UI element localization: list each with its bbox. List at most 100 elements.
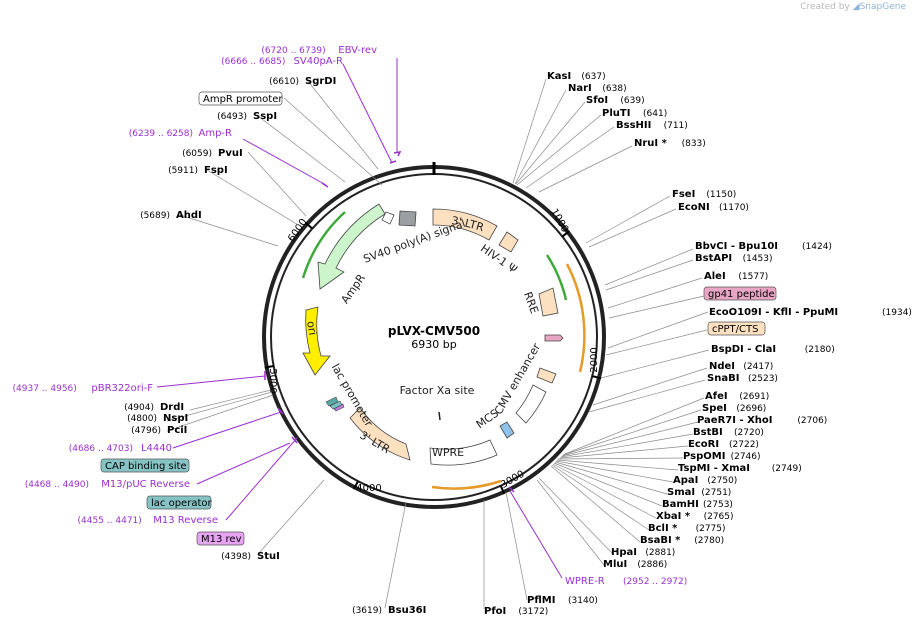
enzyme-site[interactable]: NdeI [709, 361, 735, 372]
feature-label-box[interactable] [707, 321, 766, 336]
enzyme-site[interactable]: PspOMI [683, 451, 725, 462]
enzyme-site[interactable]: ApaI [673, 475, 698, 486]
enzyme-site[interactable]: BbvCI - Bpu10I [695, 241, 778, 252]
enzyme-position: (641) [643, 109, 667, 119]
enzyme-site[interactable]: BclI * [648, 523, 678, 534]
feature-label-box[interactable] [100, 458, 190, 473]
enzyme-position: (2780) [694, 536, 724, 546]
enzyme-site[interactable]: NspI [163, 413, 188, 424]
feature-cmv-box[interactable] [536, 367, 557, 384]
primer-name[interactable]: EBV-rev [338, 45, 377, 56]
primer-name[interactable]: Amp-R [199, 128, 233, 139]
feature-ampr-promoter[interactable] [381, 211, 395, 225]
enzyme-site[interactable]: PluTI [602, 108, 630, 119]
enzyme-site[interactable]: TspMI - XmaI [678, 463, 750, 474]
feature-lac-operator[interactable] [325, 396, 345, 412]
enzyme-site[interactable]: XbaI * [656, 511, 691, 522]
enzyme-site[interactable]: EcoO109I - KflI - PpuMI [709, 307, 838, 318]
enzyme-site[interactable]: BstAPI [695, 253, 732, 264]
enzyme-site[interactable]: FspI [204, 165, 228, 176]
enzyme-site[interactable]: FseI [672, 189, 695, 200]
feature-mcs[interactable] [499, 421, 515, 439]
feature-label-box[interactable] [703, 286, 777, 301]
enzyme-site[interactable]: EcoRI [688, 439, 719, 450]
enzyme-site[interactable]: SnaBI [707, 373, 739, 384]
enzyme-site[interactable]: BamHI [662, 499, 699, 510]
primer-name[interactable]: M13/pUC Reverse [101, 479, 190, 490]
primer-lines [156, 58, 563, 579]
enzyme-site[interactable]: HpaI [611, 547, 637, 558]
enzyme-site[interactable]: BspDI - ClaI [711, 344, 776, 355]
enzyme-position: (5689) [140, 211, 170, 221]
enzyme-site[interactable]: AleI [704, 271, 726, 282]
enzyme-site[interactable]: PvuI [218, 148, 243, 159]
enzyme-site[interactable]: EcoNI [678, 202, 710, 213]
enzyme-position: (2722) [729, 440, 759, 450]
plasmid-name: pLVX-CMV500 [388, 324, 480, 338]
enzyme-position: (2746) [731, 452, 761, 462]
enzyme-site[interactable]: PfoI [484, 606, 506, 617]
enzyme-position: (2417) [743, 362, 773, 372]
enzyme-site[interactable]: SpeI [702, 403, 727, 414]
primer-name[interactable]: WPRE-R [565, 576, 605, 587]
enzyme-site[interactable]: NruI * [634, 138, 668, 149]
enzyme-site[interactable]: StuI [257, 551, 280, 562]
enzyme-site[interactable]: BssHII [616, 120, 651, 131]
tick-label: 4000 [356, 483, 381, 494]
enzyme-position: (2765) [704, 512, 734, 522]
primer-name[interactable]: L4440 [141, 443, 172, 454]
feature-label-text: M13 rev [201, 534, 242, 545]
enzyme-position: (4398) [221, 552, 251, 562]
enzyme-site[interactable]: PciI [167, 425, 187, 436]
enzyme-site[interactable]: Bsu36I [388, 605, 426, 616]
enzyme-site[interactable]: BsaBI * [640, 535, 681, 546]
feature-rre[interactable] [538, 287, 559, 317]
enzyme-site[interactable]: SspI [253, 111, 277, 122]
feature-gp41-peptide[interactable] [544, 334, 564, 342]
enzyme-position: (4904) [124, 403, 154, 413]
enzyme-site[interactable]: PflMI [527, 595, 555, 606]
tick-label: 6000 [286, 217, 310, 244]
enzyme-site[interactable]: KasI [547, 71, 571, 82]
primer-range: (6666 .. 6685) [221, 57, 285, 67]
feature-3ltr-left[interactable] [349, 407, 411, 461]
enzyme-site[interactable]: AhdI [176, 210, 202, 221]
enzyme-site[interactable]: MluI [603, 559, 627, 570]
primer-range: (4455 .. 4471) [78, 516, 142, 526]
enzyme-site[interactable]: NarI [568, 83, 592, 94]
enzyme-site[interactable]: SgrDI [305, 76, 336, 87]
enzyme-position: (2753) [703, 500, 733, 510]
enzyme-site[interactable]: SfoI [586, 95, 608, 106]
tick-mark [304, 221, 313, 230]
feature-label-box[interactable] [198, 91, 283, 106]
enzyme-position: (2881) [645, 548, 675, 558]
enzyme-position: (1577) [738, 272, 768, 282]
feature-label-text: AmpR promoter [203, 94, 283, 105]
primer-name[interactable]: pBR322ori-F [91, 383, 153, 394]
feature-label-box[interactable] [146, 495, 212, 510]
tick-mark [591, 375, 602, 380]
primer-name[interactable]: M13 Reverse [153, 515, 218, 526]
feature-cmv-enhancer[interactable] [515, 384, 547, 424]
enzyme-site[interactable]: BstBI [693, 427, 723, 438]
enzyme-position: (2180) [805, 345, 835, 355]
feature-3ltr-right[interactable] [432, 208, 498, 241]
enzyme-site[interactable]: AfeI [705, 391, 728, 402]
label-rre: RRE [521, 290, 541, 315]
feature-sv40-box[interactable] [398, 210, 417, 227]
feature-ampr[interactable] [317, 203, 386, 290]
enzyme-position: (2751) [701, 488, 731, 498]
primer-name[interactable]: SV40pA-R [294, 56, 343, 67]
enzyme-position: (2720) [734, 428, 764, 438]
feature-label-box[interactable] [196, 531, 245, 546]
feature-wpre[interactable] [429, 439, 498, 466]
enzyme-site[interactable]: PaeR7I - XhoI [697, 415, 773, 426]
enzyme-site[interactable]: SmaI [667, 487, 695, 498]
enzyme-position: (4796) [131, 426, 161, 436]
tick-label: 2000 [589, 347, 600, 372]
feature-ori[interactable] [302, 306, 331, 376]
feature-hiv1-psi[interactable] [498, 231, 519, 253]
feature-label-text: cPPT/CTS [712, 324, 758, 335]
enzyme-site[interactable]: DrdI [160, 402, 184, 413]
label-ori: ori [304, 320, 319, 336]
